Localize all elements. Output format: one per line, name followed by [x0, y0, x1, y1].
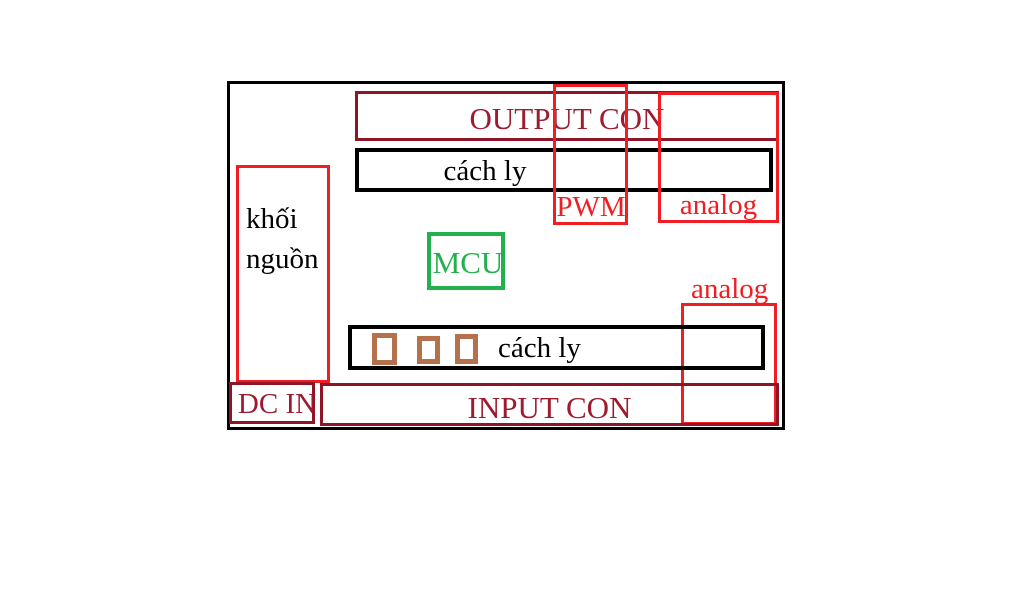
power-supply-block[interactable] — [236, 165, 330, 383]
dc-input-block[interactable] — [229, 382, 315, 424]
power-supply-label-line1: khối — [246, 203, 298, 235]
dc-input-label: DC IN — [237, 387, 317, 420]
power-supply-label-line2: nguồn — [246, 243, 319, 275]
mcu-block[interactable] — [427, 232, 505, 290]
isolation-top-label: cách ly — [443, 154, 527, 187]
input-connector-block[interactable] — [320, 383, 779, 426]
isolation-channel-square-1[interactable] — [372, 333, 397, 365]
output-connector-label: OUTPUT CON — [469, 100, 665, 136]
pwm-label: PWM — [556, 190, 626, 223]
pwm-highlight-box[interactable] — [553, 84, 628, 225]
analog-label-bottom: analog — [691, 273, 769, 305]
isolation-channel-square-3[interactable] — [455, 334, 478, 364]
analog-highlight-box-top[interactable] — [658, 92, 779, 223]
isolation-block-bottom[interactable] — [348, 325, 765, 370]
outer-enclosure-frame — [227, 81, 785, 430]
input-connector-label: INPUT CON — [467, 389, 632, 425]
mcu-label: MCU — [432, 244, 504, 280]
isolation-block-top[interactable] — [355, 148, 773, 192]
isolation-bottom-label: cách ly — [498, 332, 581, 364]
isolation-channel-square-2[interactable] — [417, 336, 440, 364]
analog-label-top: analog — [679, 188, 758, 221]
